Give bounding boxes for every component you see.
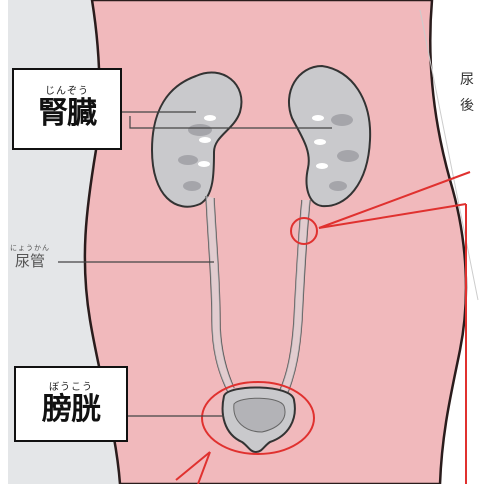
page-margin [0,0,8,484]
ureter-label-text: 尿管 [6,253,54,270]
kidney-label-text: 腎臓 [14,98,120,130]
kidney-label: じんぞう 腎臓 [12,68,122,150]
ureter-label: にょうかん 尿管 [6,244,54,270]
side-text-fragment-1: 尿 [460,72,474,88]
bladder-label-text: 膀胱 [16,394,126,426]
bladder-label: ぼうこう 膀胱 [14,366,128,442]
side-text-fragment-2: 後 [460,98,474,114]
